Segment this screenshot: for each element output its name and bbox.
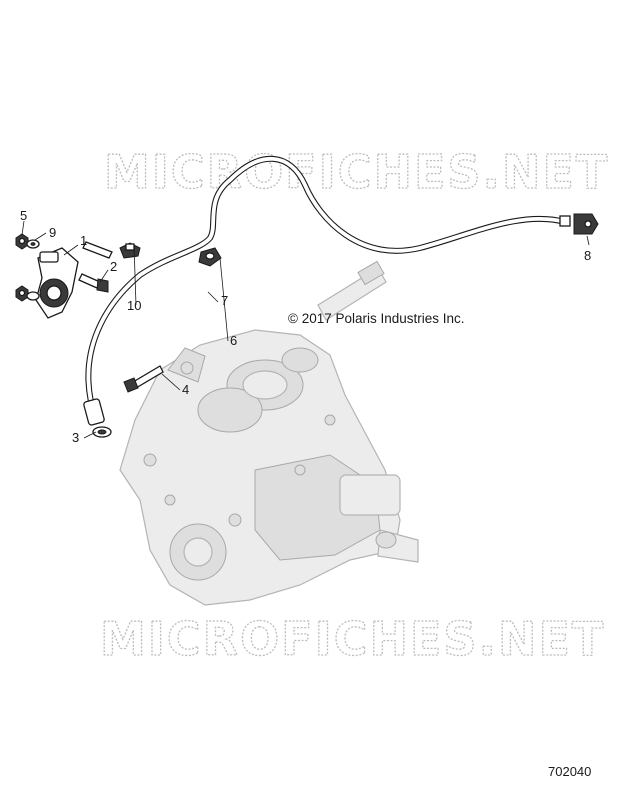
part-1-sensor xyxy=(35,247,79,319)
part-9-washer-lower xyxy=(26,291,40,301)
callout-2: 2 xyxy=(110,259,117,274)
part-5-nut-upper xyxy=(15,233,29,250)
part-9-washer-upper xyxy=(26,239,40,249)
callout-3: 3 xyxy=(72,430,79,445)
part-10-clip xyxy=(119,242,141,259)
transmission-assembly xyxy=(119,260,419,606)
part-4-bolt xyxy=(123,365,164,393)
watermark-top: MICROFICHES.NET xyxy=(104,145,609,199)
figure-number: 702040 xyxy=(548,764,591,779)
callout-1: 1 xyxy=(80,233,87,248)
part-5-nut-lower xyxy=(15,285,29,302)
callout-10: 10 xyxy=(127,298,141,313)
part-3-clamp xyxy=(92,426,112,438)
part-2-bolt xyxy=(78,273,109,293)
callout-6: 6 xyxy=(230,333,237,348)
callout-5: 5 xyxy=(20,208,27,223)
part-8-connector xyxy=(559,213,599,235)
copyright-text: © 2017 Polaris Industries Inc. xyxy=(288,311,465,326)
watermark-bottom: MICROFICHES.NET xyxy=(100,612,605,666)
bolt-upper-mid xyxy=(82,241,113,259)
callout-8: 8 xyxy=(584,248,591,263)
part-7-harness xyxy=(83,155,568,426)
callout-7: 7 xyxy=(221,293,228,308)
callout-4: 4 xyxy=(182,382,189,397)
part-6-grommet xyxy=(198,247,222,267)
leader-lines xyxy=(21,220,590,439)
callout-9: 9 xyxy=(49,225,56,240)
